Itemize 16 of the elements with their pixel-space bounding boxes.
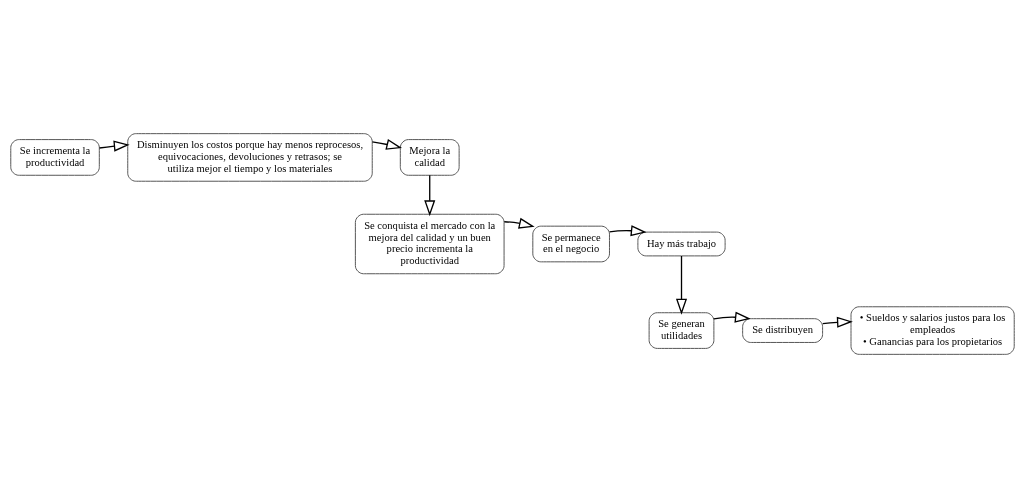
- node-box: Hay más trabajo: [637, 231, 726, 257]
- arrow: [608, 225, 647, 237]
- node-box: Mejora la calidad: [399, 139, 460, 176]
- arrow: [98, 140, 130, 152]
- arrow: [713, 311, 751, 323]
- arrow: [675, 255, 688, 315]
- node-box: • Sueldos y salarios justos para los empleados • Ganancias para los propietarios: [850, 306, 1015, 355]
- arrow: [371, 139, 403, 150]
- arrow: [424, 174, 436, 217]
- node-box: Se distribuyen: [742, 318, 824, 343]
- node-box: Se generan utilidades: [648, 312, 715, 349]
- node-box: Se incrementa la productividad: [10, 139, 100, 176]
- node-box: Disminuyen los costos porque hay menos reprocesos, equivocaciones, devoluciones y retrasos; se utiliza mejor el tiempo y los materiales: [127, 133, 373, 182]
- node-box: Se permanece en el negocio: [532, 225, 610, 263]
- node-box: Se conquista el mercado con la mejora del calidad y un buen precio incrementa la productividad: [354, 213, 505, 275]
- arrow: [503, 217, 535, 229]
